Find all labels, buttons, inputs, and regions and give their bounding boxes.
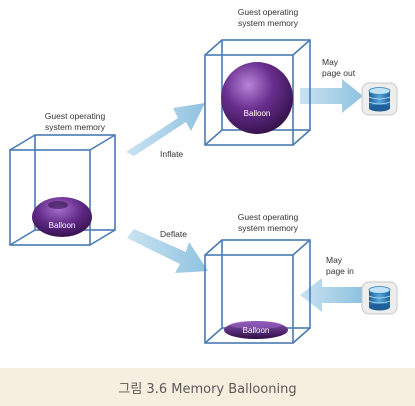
- bottom-memory-cube: Balloon: [204, 239, 311, 344]
- figure-caption-bar: 그림 3.6 Memory Ballooning: [0, 368, 415, 406]
- balloon-label-left: Balloon: [49, 221, 76, 230]
- top-memory-label-line1: Guest operating: [238, 7, 299, 17]
- left-memory-cube: Balloon: [9, 134, 116, 246]
- balloon-large: [221, 62, 293, 134]
- page-in-label-line2: page in: [326, 266, 354, 276]
- inflate-label: Inflate: [160, 149, 183, 159]
- inflate-arrow: [126, 103, 205, 156]
- figure-caption: 그림 3.6 Memory Ballooning: [118, 381, 297, 397]
- left-memory-label-line1: Guest operating: [45, 111, 106, 121]
- top-memory-label-line2: system memory: [238, 18, 299, 28]
- deflate-label: Deflate: [160, 229, 187, 239]
- bottom-memory-label-line2: system memory: [238, 223, 299, 233]
- disk-storage-icon-bottom: [361, 281, 398, 315]
- page-in-arrow: [300, 278, 362, 312]
- bottom-memory-label-line1: Guest operating: [238, 212, 299, 222]
- balloon-label-bottom: Balloon: [243, 326, 270, 335]
- page-out-arrow: [300, 79, 363, 113]
- top-memory-cube: Balloon: [204, 39, 311, 146]
- balloon-small: [32, 197, 92, 237]
- memory-ballooning-diagram: Balloon Guest operating system memory Ba…: [9, 7, 398, 344]
- balloon-label-top: Balloon: [244, 109, 271, 118]
- page-out-label-line1: May: [322, 57, 339, 67]
- left-memory-label-line2: system memory: [45, 122, 106, 132]
- page-in-label-line1: May: [326, 255, 343, 265]
- page-out-label-line2: page out: [322, 68, 356, 78]
- disk-storage-icon-top: [361, 82, 398, 116]
- deflate-arrow: [127, 229, 208, 273]
